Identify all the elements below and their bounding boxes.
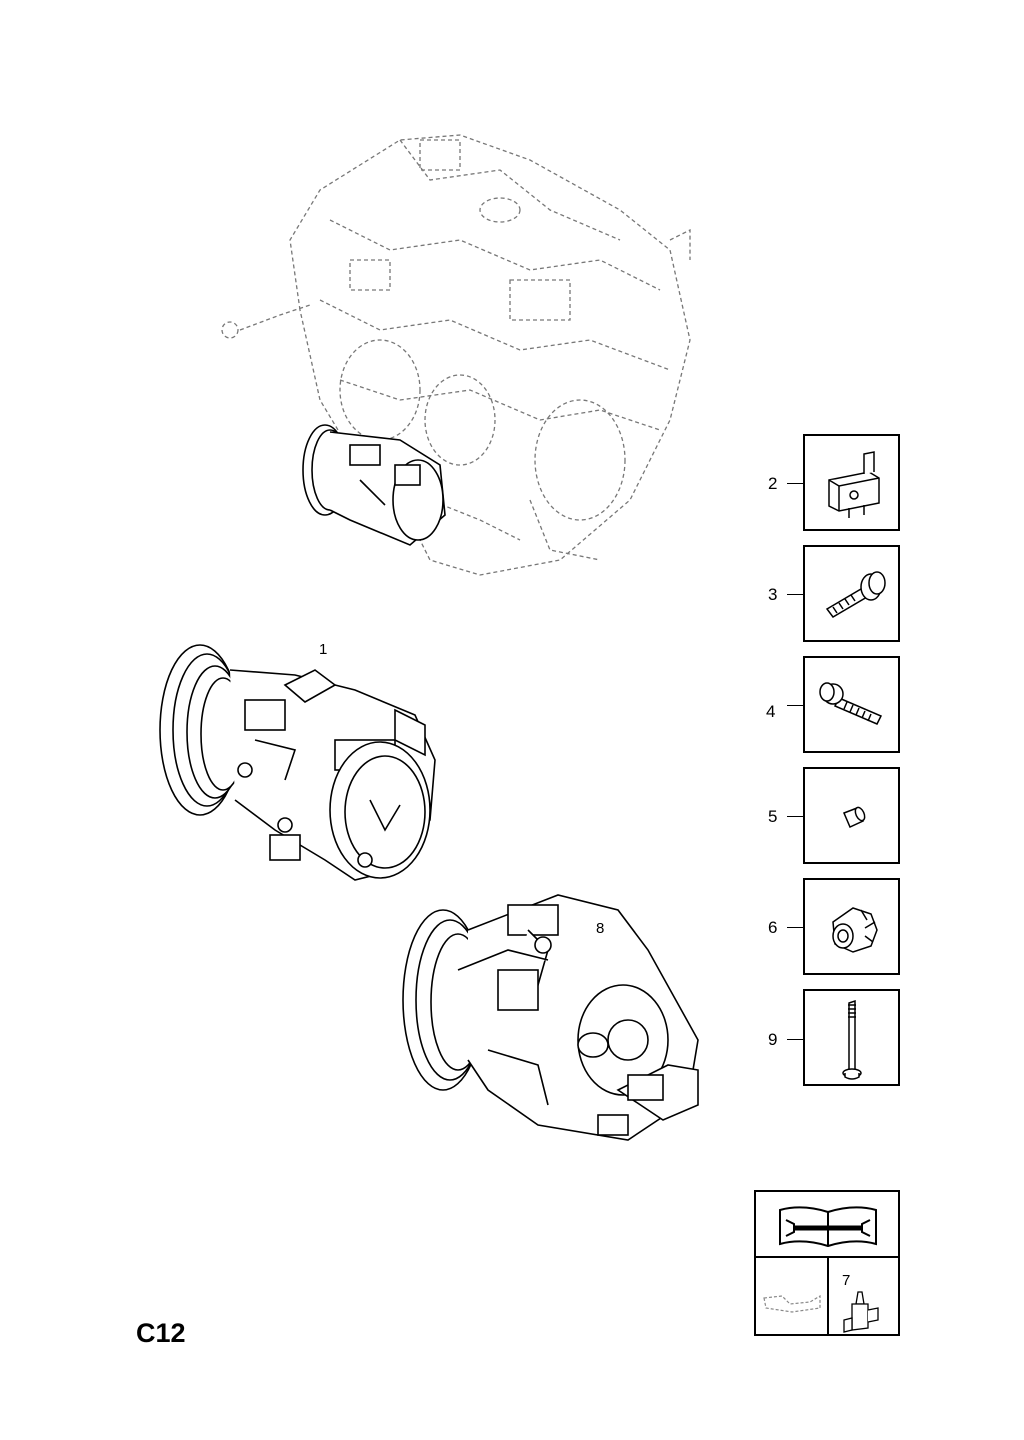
part-6-number: 6 <box>768 918 778 937</box>
part-9-number: 9 <box>768 1030 778 1049</box>
callout-number-1: 1 <box>319 641 328 658</box>
part-6-leader <box>787 927 804 928</box>
service-manual-box[interactable]: 7 <box>754 1190 900 1336</box>
part-3-box[interactable] <box>803 545 900 642</box>
part-5-number: 5 <box>768 807 778 826</box>
compressor-8-illustration[interactable] <box>398 890 718 1150</box>
nut-icon <box>832 907 878 953</box>
sealant-bottle-icon <box>843 1291 879 1333</box>
part-3-number: 3 <box>768 585 778 604</box>
callout-number-8: 8 <box>596 920 605 937</box>
seal-drawing-icon <box>763 1294 821 1313</box>
bolt-icon <box>825 571 886 618</box>
part-4-leader <box>787 705 804 706</box>
sleeve-icon <box>843 806 866 829</box>
callout-number-7: 7 <box>842 1272 851 1289</box>
part-9-box[interactable] <box>803 989 900 1086</box>
compressor-1-illustration[interactable] <box>155 630 455 890</box>
page-code: C12 <box>136 1318 186 1348</box>
part-5-leader <box>787 816 804 817</box>
bolt-flange-icon <box>819 682 883 725</box>
part-3-leader <box>787 594 804 595</box>
part-9-leader <box>787 1039 804 1040</box>
part-2-leader <box>787 483 804 484</box>
part-2-box[interactable] <box>803 434 900 531</box>
part-2-number: 2 <box>768 474 778 493</box>
engine-assembly-illustration <box>221 134 691 576</box>
part-4-number: 4 <box>766 702 776 721</box>
service-manual-wrench-icon <box>779 1206 877 1248</box>
part-6-box[interactable] <box>803 878 900 975</box>
relay-icon <box>828 451 880 518</box>
manual-box-vertical-divider <box>827 1256 829 1334</box>
part-4-box[interactable] <box>803 656 900 753</box>
stud-bolt-icon <box>842 999 862 1080</box>
part-5-box[interactable] <box>803 767 900 864</box>
